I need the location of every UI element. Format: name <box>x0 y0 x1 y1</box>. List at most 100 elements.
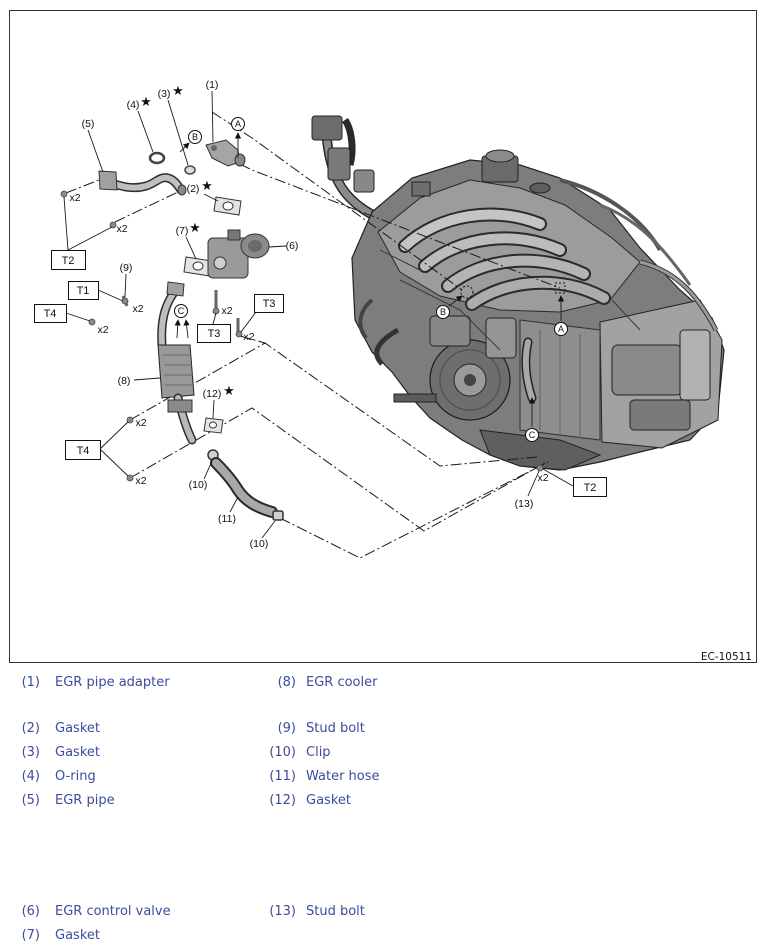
marker-c-label: C <box>178 306 185 316</box>
legend-item-label: Gasket <box>55 928 100 943</box>
callout-9: (9) <box>120 262 133 274</box>
quantity-label: x2 <box>537 472 548 484</box>
callout-10: (10) <box>250 538 269 550</box>
o-ring-part <box>148 151 166 165</box>
legend-item-label: EGR pipe adapter <box>55 675 170 690</box>
legend-item-number: (3) <box>21 745 40 760</box>
star-icon: ★ <box>189 221 201 236</box>
torque-label: T4 <box>44 308 57 320</box>
marker-c-label: C <box>529 430 536 440</box>
legend-item-label: Stud bolt <box>306 721 365 736</box>
legend-item: (13) Stud bolt <box>261 904 365 920</box>
torque-box-t2: T2 <box>51 250 86 270</box>
callout-10: (10) <box>189 479 208 491</box>
callout-12: (12) <box>203 388 222 400</box>
torque-label: T3 <box>208 328 221 340</box>
legend-item: (7) Gasket <box>5 928 100 944</box>
bolt-dots <box>60 190 544 482</box>
callout-4: (4) <box>127 99 140 111</box>
callout-6: (6) <box>286 240 299 252</box>
callout-5: (5) <box>82 118 95 130</box>
torque-label: T2 <box>584 482 597 494</box>
legend-item-label: EGR cooler <box>306 675 378 690</box>
star-icon: ★ <box>140 95 152 110</box>
legend-item: (8) EGR cooler <box>261 675 378 691</box>
callout-11: (11) <box>218 513 236 525</box>
egr-exploded-view-diagram: A B C B A C (1) (4) ★ (3) ★ (5) (2) ★ <box>9 10 757 663</box>
torque-box-t3: T3 <box>197 324 231 343</box>
marker-c-parts: C <box>174 304 188 318</box>
torque-label: T3 <box>263 298 276 310</box>
legend-item-label: EGR pipe <box>55 793 115 808</box>
callout-3: (3) <box>158 88 171 100</box>
legend-item-label: O-ring <box>55 769 96 784</box>
legend-item-label: Gasket <box>55 721 100 736</box>
marker-b-label: B <box>440 307 446 317</box>
legend-item: (9) Stud bolt <box>261 721 365 737</box>
gasket-7-part <box>183 256 213 277</box>
legend-item-label: Clip <box>306 745 331 760</box>
torque-box-t4: T4 <box>34 304 67 323</box>
egr-control-valve-part <box>207 229 270 279</box>
legend-item-number: (7) <box>21 928 40 943</box>
quantity-label: x2 <box>135 417 146 429</box>
legend-item-number: (2) <box>21 721 40 736</box>
star-icon: ★ <box>201 179 213 194</box>
torque-box-t2: T2 <box>573 477 607 497</box>
egr-pipe-adapter-part <box>205 139 246 167</box>
egr-pipe-part <box>98 170 187 196</box>
marker-arrows <box>174 132 565 427</box>
leader-lines <box>63 90 574 539</box>
egr-port-target-a <box>554 282 566 294</box>
torque-box-t3: T3 <box>254 294 284 313</box>
legend-item-label: Stud bolt <box>306 904 365 919</box>
legend-item-label: EGR control valve <box>55 904 171 919</box>
callout-2: (2) <box>187 183 200 195</box>
gasket-3-part <box>184 165 196 175</box>
legend-item-number: (10) <box>269 745 296 760</box>
legend-item-label: Water hose <box>306 769 380 784</box>
torque-label: T2 <box>62 255 75 267</box>
marker-a-label: A <box>558 324 564 334</box>
legend-item-number: (4) <box>21 769 40 784</box>
quantity-label: x2 <box>69 192 80 204</box>
marker-b-parts: B <box>188 130 202 144</box>
gasket-2-part <box>213 196 242 216</box>
callout-13: (13) <box>515 498 534 510</box>
legend-item: (4) O-ring <box>5 769 96 785</box>
assembly-lines <box>65 111 561 559</box>
marker-a-parts: A <box>231 117 245 131</box>
legend-item-label: Gasket <box>55 745 100 760</box>
gasket-12-part <box>203 417 224 434</box>
torque-box-t1: T1 <box>68 281 99 300</box>
legend-item: (6) EGR control valve <box>5 904 171 920</box>
legend-item: (12) Gasket <box>261 793 351 809</box>
legend-item: (10) Clip <box>261 745 331 761</box>
legend-item-number: (9) <box>277 721 296 736</box>
quantity-label: x2 <box>132 303 143 315</box>
legend-item-number: (11) <box>269 769 296 784</box>
legend-item-number: (13) <box>269 904 296 919</box>
quantity-label: x2 <box>97 324 108 336</box>
legend-item-number: (8) <box>277 675 296 690</box>
legend-item-number: (6) <box>21 904 40 919</box>
marker-a-label: A <box>235 119 241 129</box>
marker-c-engine: C <box>525 428 539 442</box>
legend-item-label: Gasket <box>306 793 351 808</box>
marker-b-label: B <box>192 132 198 142</box>
callout-8: (8) <box>118 375 131 387</box>
legend-item-number: (5) <box>21 793 40 808</box>
quantity-label: x2 <box>221 305 232 317</box>
star-icon: ★ <box>223 384 235 399</box>
egr-cooler-part <box>157 281 197 445</box>
legend-item: (11) Water hose <box>261 769 380 785</box>
callout-1: (1) <box>206 79 219 91</box>
quantity-label: x2 <box>116 223 127 235</box>
legend-item-number: (12) <box>269 793 296 808</box>
legend-item: (2) Gasket <box>5 721 100 737</box>
legend-item: (3) Gasket <box>5 745 100 761</box>
marker-a-engine: A <box>554 322 568 336</box>
torque-label: T1 <box>77 285 90 297</box>
legend-item: (1)EGR pipe adapter <box>5 675 170 691</box>
engine-illustration <box>311 115 725 471</box>
